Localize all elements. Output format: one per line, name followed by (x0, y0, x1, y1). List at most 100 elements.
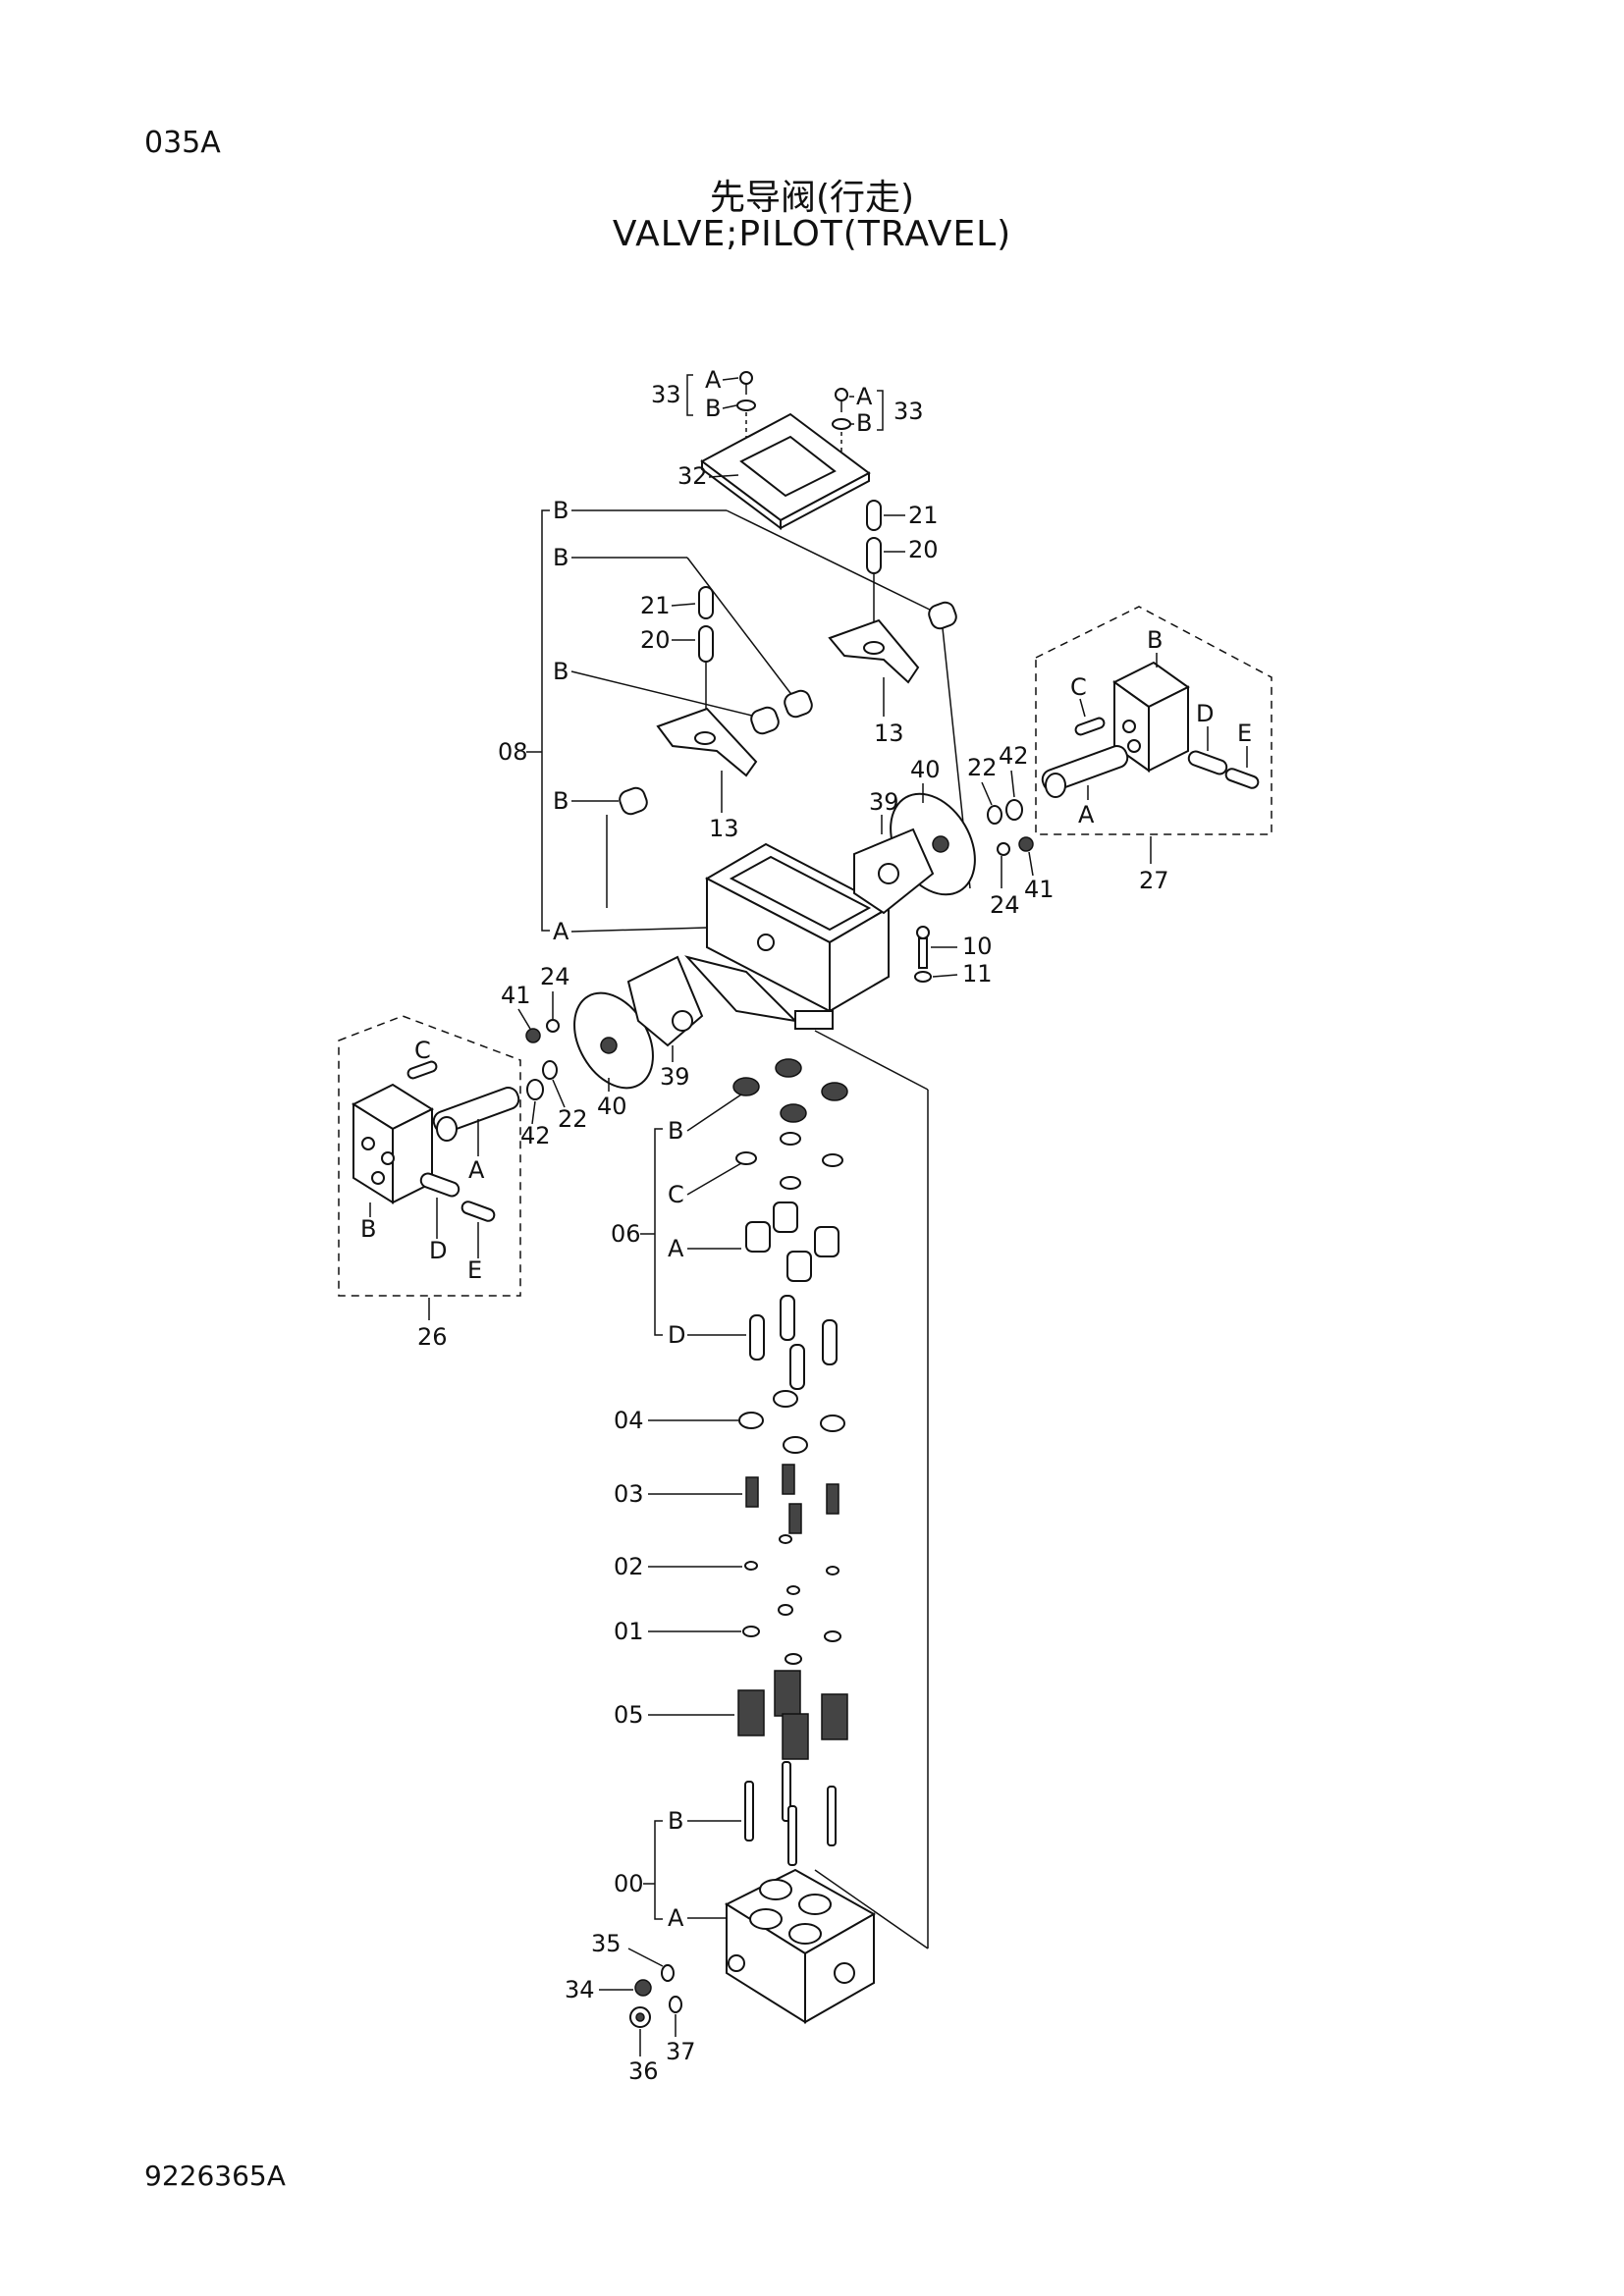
label-A-26: A (468, 1156, 485, 1184)
valve-casing (684, 842, 892, 1030)
label-08: 08 (498, 738, 528, 766)
label-E-26: E (467, 1256, 482, 1284)
group-27-box (1035, 606, 1272, 835)
label-24-left: 24 (540, 963, 570, 990)
bracket-06 (654, 1128, 663, 1336)
label-D-26: D (429, 1237, 447, 1264)
oring-42-right (1005, 799, 1023, 821)
cam-13-left (656, 707, 758, 777)
label-26: 26 (417, 1323, 448, 1351)
label-B-06: B (668, 1117, 683, 1145)
plug-34 (634, 1979, 652, 1997)
label-41-left: 41 (501, 982, 531, 1009)
document-number: 9226365A (144, 2160, 286, 2192)
label-34: 34 (565, 1976, 595, 2003)
plug-35 (661, 1964, 675, 1982)
cover-plate-32 (700, 412, 871, 530)
label-02: 02 (614, 1553, 644, 1580)
bolt-10 (916, 926, 930, 969)
pin-20-right (866, 537, 882, 574)
label-A-00: A (668, 1904, 684, 1932)
shaft-26-a (432, 1087, 520, 1142)
roller-b-3 (750, 706, 780, 735)
cam-13-right (828, 618, 920, 684)
valve-body-00-a (724, 1868, 877, 2024)
plug-36 (629, 2006, 651, 2028)
seal-06-b (732, 1058, 848, 1123)
label-21-left: 21 (640, 592, 671, 619)
label-A-27: A (1078, 801, 1095, 828)
pin-21-left (698, 586, 714, 619)
pin-26-c (406, 1060, 438, 1080)
oring-06-c (735, 1132, 843, 1190)
label-A-06: A (668, 1235, 684, 1262)
label-21-right: 21 (908, 502, 939, 529)
label-A-33r: A (856, 383, 873, 410)
label-42-right: 42 (999, 742, 1029, 770)
label-C-26: C (414, 1037, 431, 1064)
label-B-26: B (360, 1215, 376, 1243)
label-B-08-4: B (553, 787, 568, 815)
label-22-right: 22 (967, 754, 998, 781)
screw-41-left (525, 1028, 541, 1043)
label-33-right: 33 (893, 398, 924, 425)
label-22-left: 22 (558, 1105, 588, 1133)
label-37: 37 (666, 2038, 696, 2065)
label-B-08-1: B (553, 497, 568, 524)
label-00: 00 (614, 1870, 644, 1897)
label-01: 01 (614, 1618, 644, 1645)
label-39-left: 39 (660, 1063, 690, 1091)
roller-b-1 (928, 601, 957, 630)
title-chinese: 先导阀(行走) (709, 178, 915, 218)
oring-22-left (542, 1060, 558, 1080)
shaft-27-a (1041, 745, 1129, 798)
washer-11 (914, 971, 932, 983)
label-24-right: 24 (990, 891, 1020, 919)
label-40-right: 40 (910, 756, 941, 783)
label-20-right: 20 (908, 536, 939, 563)
bracket-08 (541, 509, 550, 932)
label-13-right: 13 (874, 720, 904, 747)
label-C-27: C (1070, 673, 1087, 701)
oring-22-right (987, 805, 1002, 825)
screw-41-right (1018, 836, 1034, 852)
label-A-33l: A (705, 366, 722, 394)
pin-21-right (866, 500, 882, 531)
label-B-33r: B (856, 409, 872, 437)
label-40-left: 40 (597, 1093, 627, 1120)
pin-26-e (460, 1201, 496, 1222)
label-41-right: 41 (1024, 876, 1055, 903)
pin-27-d (1187, 750, 1228, 775)
label-D-27: D (1196, 700, 1214, 727)
label-E-27: E (1237, 720, 1252, 747)
group-26-box (338, 1015, 521, 1297)
washer-24-right (997, 842, 1010, 856)
washer-24-left (546, 1019, 560, 1033)
label-05: 05 (614, 1701, 644, 1729)
pin-20-left (698, 625, 714, 663)
label-C-06: C (668, 1181, 684, 1208)
plunger-06-d (749, 1295, 838, 1390)
plate-39-left (626, 955, 704, 1047)
pin-27-e (1224, 768, 1260, 789)
screw-33-left (736, 371, 756, 459)
oring-42-left (526, 1079, 544, 1100)
label-03: 03 (614, 1480, 644, 1508)
oring-37 (669, 1996, 682, 2013)
label-B-33l: B (705, 395, 721, 422)
label-A-08: A (553, 918, 569, 945)
label-B-08-3: B (553, 658, 568, 685)
spring-05 (737, 1670, 848, 1760)
page-code: 035A (144, 126, 221, 160)
label-B-27: B (1147, 626, 1163, 654)
label-11: 11 (962, 960, 993, 988)
label-36: 36 (628, 2057, 659, 2085)
roller-b-4 (619, 786, 648, 816)
label-D-06: D (668, 1321, 685, 1349)
label-B-00: B (668, 1807, 683, 1835)
seat-01 (742, 1604, 841, 1665)
label-10: 10 (962, 933, 993, 960)
spool-00-b (744, 1761, 837, 1866)
pin-26-d (419, 1172, 460, 1198)
